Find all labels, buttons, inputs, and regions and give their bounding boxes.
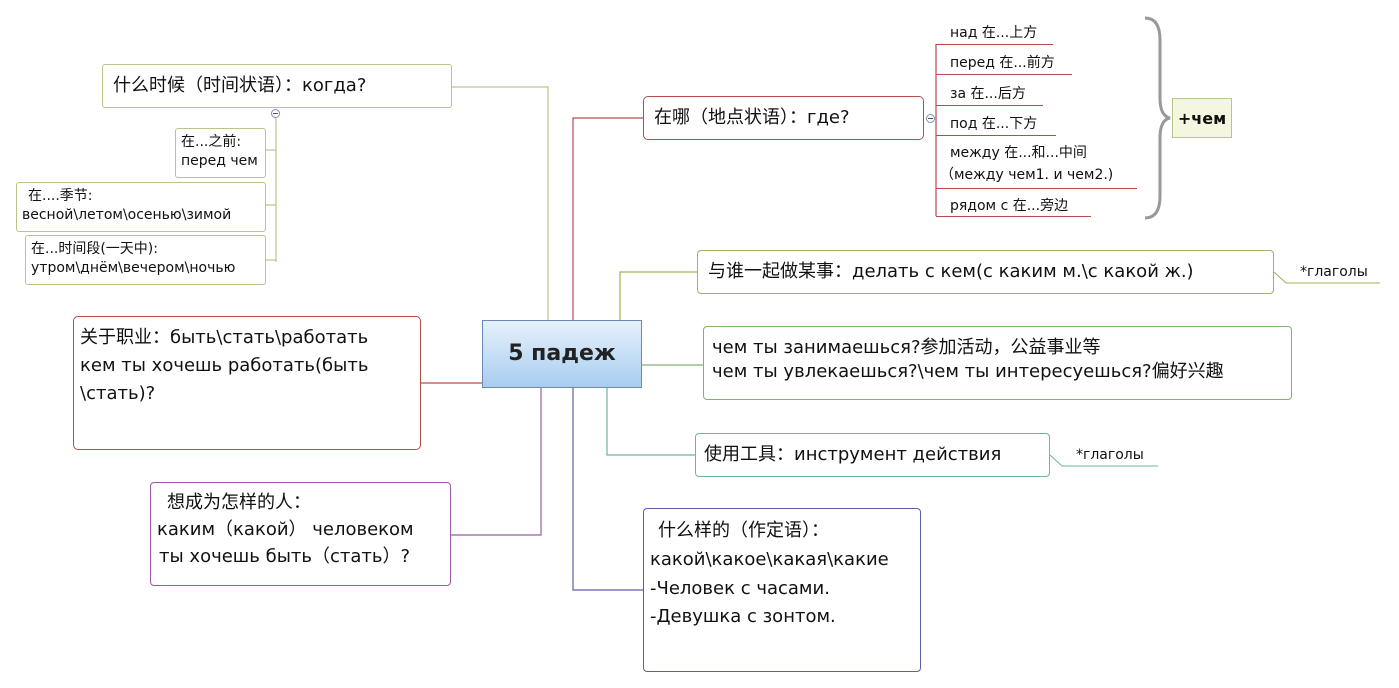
link-with-whom (619, 271, 697, 320)
profession-line3: \стать)? (80, 382, 156, 404)
when-collapse-icon[interactable] (271, 109, 280, 118)
where-summary[interactable]: +чем (1172, 98, 1232, 138)
when-sub-line1: 在...时间段(一天中): (31, 241, 158, 257)
where-title: 在哪（地点状语）：где? (654, 107, 850, 128)
where-item-mezhdu[interactable]: между 在...和...中间 (950, 145, 1087, 161)
where-item-underline (936, 216, 1091, 217)
tool-tag[interactable]: *глаголы (1076, 447, 1144, 463)
when-sub-line2: перед чем (181, 152, 258, 169)
attribute-line3: -Человек с часами. (650, 577, 830, 599)
activity-line1: чем ты занимаешься?参加活动，公益事业等 (712, 337, 1101, 358)
activity-node[interactable]: чем ты занимаешься?参加活动，公益事业等 чем ты увл… (703, 326, 1292, 400)
person-line3: ты хочешь быть（стать）? (159, 546, 411, 567)
where-item-underline (936, 74, 1072, 75)
link-where (572, 117, 643, 320)
where-item-ryadom[interactable]: рядом с 在...旁边 (950, 198, 1069, 214)
where-item-mezhdu-note[interactable]: （между чем1. и чем2.) (940, 167, 1114, 183)
when-sub-line2: весной\летом\осенью\зимой (22, 206, 232, 223)
when-title: 什么时候（时间状语）：когда? (113, 75, 367, 96)
link-person (451, 388, 542, 536)
with-whom-node[interactable]: 与谁一起做某事：делать с кем(с каким м.\с какой … (697, 250, 1274, 294)
activity-line2: чем ты увлекаешься?\чем ты интересуешься… (712, 361, 1224, 383)
when-sub-before[interactable]: 在...之前: перед чем (175, 128, 266, 178)
link-tag-tool (1049, 454, 1158, 467)
link-tag-with-whom (1273, 271, 1380, 284)
where-item-za[interactable]: за 在...后方 (950, 86, 1026, 102)
attribute-line4: -Девушка с зонтом. (650, 606, 836, 628)
when-node[interactable]: 什么时候（时间状语）：когда? (102, 64, 452, 108)
where-item-underline (936, 105, 1043, 106)
where-node[interactable]: 在哪（地点状语）：где? (643, 96, 924, 140)
where-item-pod[interactable]: под 在...下方 (950, 116, 1038, 132)
link-when-subs (266, 118, 277, 262)
where-item-underline (936, 135, 1056, 136)
center-node[interactable]: 5 падеж (482, 320, 642, 388)
link-tool (606, 388, 695, 456)
profession-node[interactable]: 关于职业：быть\стать\работать кем ты хочешь р… (73, 316, 421, 450)
person-line2: каким（какой） человеком (157, 519, 414, 540)
with-whom-text: 与谁一起做某事：делать с кем(с каким м.\с какой … (708, 261, 1194, 282)
where-brace (1144, 16, 1171, 220)
attribute-node[interactable]: 什么样的（作定语）： какой\какое\какая\какие -Чело… (643, 508, 921, 672)
when-sub-line2: утром\днём\вечером\ночью (31, 259, 236, 276)
where-item-underline (936, 44, 1053, 45)
person-line1: 想成为怎样的人： (167, 492, 311, 513)
when-sub-daytime[interactable]: 在...时间段(一天中): утром\днём\вечером\ночью (25, 235, 266, 285)
profession-line1: 关于职业：быть\стать\работать (80, 327, 369, 348)
tool-text: 使用工具：инструмент действия (704, 444, 1002, 465)
attribute-line1: 什么样的（作定语）： (658, 520, 829, 541)
where-item-pered[interactable]: перед 在...前方 (950, 55, 1055, 71)
with-whom-tag[interactable]: *глаголы (1300, 264, 1368, 280)
attribute-line2: какой\какое\какая\какие (650, 548, 889, 570)
where-item-underline (936, 188, 1137, 189)
profession-line2: кем ты хочешь работать(быть (80, 354, 369, 376)
link-when (452, 86, 549, 320)
where-item-nad[interactable]: над 在...上方 (950, 25, 1038, 41)
when-sub-line1: 在....季节: (28, 188, 93, 204)
when-sub-line1: 在...之前: (181, 134, 242, 150)
tool-node[interactable]: 使用工具：инструмент действия (695, 433, 1050, 477)
when-sub-season[interactable]: 在....季节: весной\летом\осенью\зимой (16, 182, 266, 232)
link-attribute (572, 388, 643, 591)
where-collapse-icon[interactable] (926, 114, 935, 123)
person-node[interactable]: 想成为怎样的人： каким（какой） человеком ты хочеш… (150, 482, 451, 586)
